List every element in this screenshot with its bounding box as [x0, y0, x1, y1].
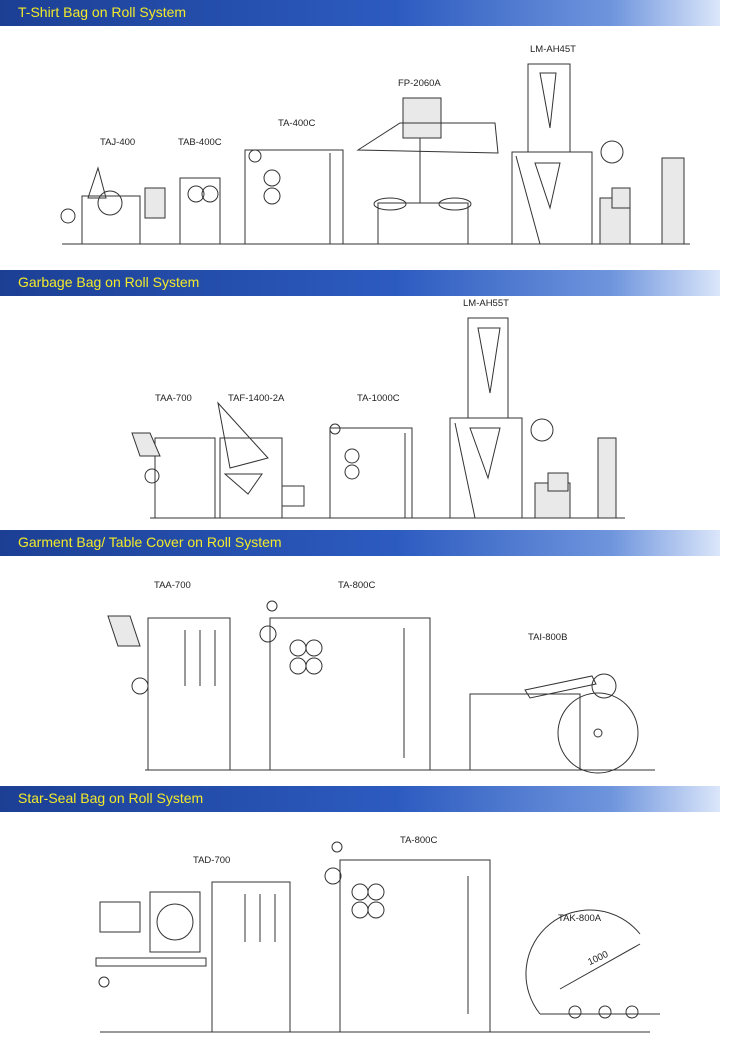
dimension-label: 1000 — [586, 949, 610, 968]
machine-label: TAB-400C — [178, 137, 222, 148]
section-title: T-Shirt Bag on Roll System — [18, 4, 187, 20]
machine-label: LM-AH45T — [530, 44, 576, 55]
machine-label: FP-2060A — [398, 78, 441, 89]
section-garment-bag: Garment Bag/ Table Cover on Roll System … — [0, 530, 745, 783]
section-banner: Garment Bag/ Table Cover on Roll System — [0, 530, 720, 556]
section-title: Star-Seal Bag on Roll System — [18, 790, 204, 806]
machine-drawing — [131, 317, 625, 519]
machine-label: TAJ-400 — [100, 137, 135, 148]
machine-label: TAA-700 — [154, 580, 191, 591]
section-banner: Garbage Bag on Roll System — [0, 270, 720, 296]
machine-label: LM-AH55T — [463, 298, 509, 309]
star-seal-line-drawing: TAD-700 TA-800C TAK-800A 1000 — [95, 835, 660, 1033]
tshirt-line-drawing: TAJ-400 TAB-400C TA-400C FP-2060A LM-AH4… — [60, 44, 690, 245]
section-star-seal-bag: Star-Seal Bag on Roll System TAD-700 TA-… — [0, 786, 745, 1046]
machine-label: TA-400C — [278, 118, 315, 129]
machine-label: TAK-800A — [558, 913, 602, 924]
machine-label: TAD-700 — [193, 855, 230, 866]
machine-drawing — [60, 63, 690, 245]
garbage-line-drawing: TAA-700 TAF-1400-2A TA-1000C LM-AH55T — [131, 298, 625, 519]
section-title: Garbage Bag on Roll System — [18, 274, 200, 290]
machine-label: TA-800C — [338, 580, 375, 591]
section-banner: T-Shirt Bag on Roll System — [0, 0, 720, 26]
machine-label: TAF-1400-2A — [228, 393, 285, 404]
machine-label: TA-1000C — [357, 393, 400, 404]
section-garbage-bag: Garbage Bag on Roll System TAA-700 TAF-1… — [0, 270, 745, 528]
section-title: Garment Bag/ Table Cover on Roll System — [18, 534, 282, 550]
machine-label: TA-800C — [400, 835, 437, 846]
section-tshirt-bag: T-Shirt Bag on Roll System TAJ-400 TAB-4… — [0, 0, 745, 268]
machine-drawing — [107, 600, 655, 774]
garment-line-drawing: TAA-700 TA-800C TAI-800B — [107, 580, 655, 774]
machine-drawing — [95, 841, 660, 1033]
machine-label: TAI-800B — [528, 632, 567, 643]
section-banner: Star-Seal Bag on Roll System — [0, 786, 720, 812]
machine-label: TAA-700 — [155, 393, 192, 404]
